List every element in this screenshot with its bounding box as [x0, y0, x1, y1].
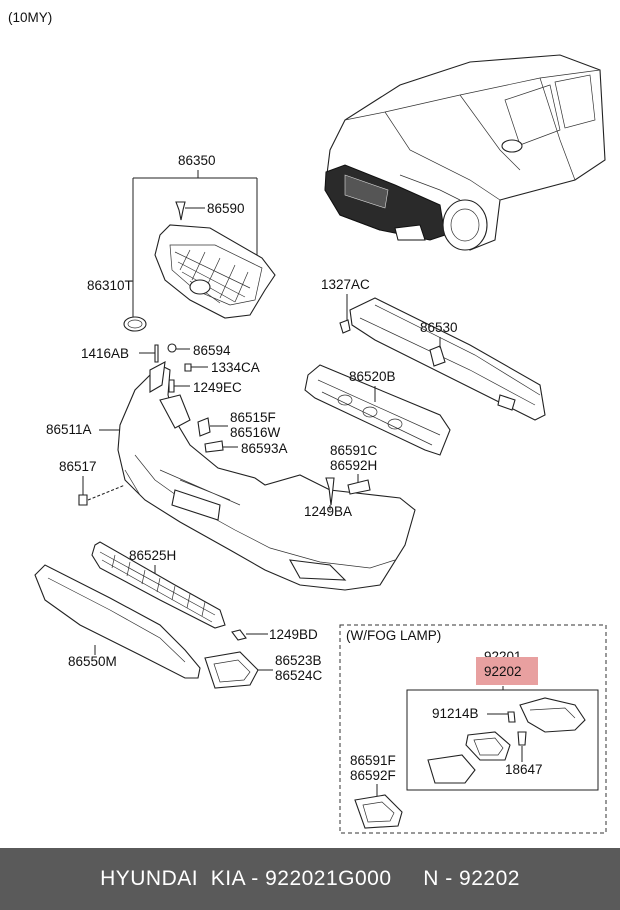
- label-1249BD: 1249BD: [269, 627, 318, 642]
- label-86520B: 86520B: [349, 369, 396, 384]
- label-1249BA: 1249BA: [304, 504, 352, 519]
- car-illustration: [324, 54, 606, 251]
- label-86550M: 86550M: [68, 654, 117, 669]
- fog-lamp-bracket-parts: 86591C 86592H 1249BA: [304, 443, 378, 519]
- label-86593A: 86593A: [241, 441, 288, 456]
- label-86594: 86594: [193, 343, 231, 358]
- fog-lamp-box-title: (W/FOG LAMP): [346, 628, 441, 643]
- energy-absorber: 86520B: [304, 364, 451, 456]
- label-86310T: 86310T: [87, 278, 133, 293]
- label-1327AC: 1327AC: [321, 277, 370, 292]
- label-1249EC: 1249EC: [193, 380, 242, 395]
- lower-grille: 86525H: [91, 541, 226, 629]
- label-86350: 86350: [178, 153, 216, 168]
- label-86511A: 86511A: [46, 422, 92, 437]
- footer-bar: HYUNDAI KIA - 922021G000 N - 92202: [0, 848, 620, 910]
- label-86516W: 86516W: [230, 425, 281, 440]
- label-92202: 92202: [484, 664, 522, 679]
- grille-assembly: 86350 86590 86310T: [87, 153, 276, 332]
- bumper-cover: 86511A: [46, 361, 416, 591]
- label-86591C: 86591C: [330, 443, 378, 458]
- fog-lamp-box: (W/FOG LAMP) 92201 92202 91214B 18647 86…: [339, 624, 607, 834]
- label-86591F: 86591F: [350, 753, 396, 768]
- label-86525H: 86525H: [129, 548, 176, 563]
- label-86592F: 86592F: [350, 768, 396, 783]
- label-1416AB: 1416AB: [81, 346, 129, 361]
- fog-cover-parts: 1249BD 86523B 86524C: [204, 627, 323, 689]
- fasteners-upper: 1416AB 86594 1334CA 1249EC: [81, 343, 260, 395]
- label-86517: 86517: [59, 459, 97, 474]
- highlight-92202: [476, 657, 538, 685]
- label-86530: 86530: [420, 320, 458, 335]
- label-18647: 18647: [505, 762, 543, 777]
- label-91214B: 91214B: [432, 706, 479, 721]
- side-clip: 86517: [59, 459, 126, 506]
- label-1334CA: 1334CA: [211, 360, 260, 375]
- bumper-beam: 1327AC 86530: [321, 277, 546, 421]
- label-86515F: 86515F: [230, 410, 276, 425]
- model-year-label: (10MY): [8, 10, 52, 25]
- label-86523B: 86523B: [275, 653, 322, 668]
- parts-diagram: (10MY) 86350 86590 86310T: [8, 10, 607, 834]
- brackets-center: 86515F 86516W 86593A: [197, 410, 288, 456]
- lower-cover: 86550M: [34, 564, 201, 679]
- label-86592H: 86592H: [330, 458, 377, 473]
- label-86524C: 86524C: [275, 668, 323, 683]
- part-number-caption: HYUNDAI KIA - 922021G000 N - 92202: [100, 867, 520, 890]
- label-86590: 86590: [207, 201, 245, 216]
